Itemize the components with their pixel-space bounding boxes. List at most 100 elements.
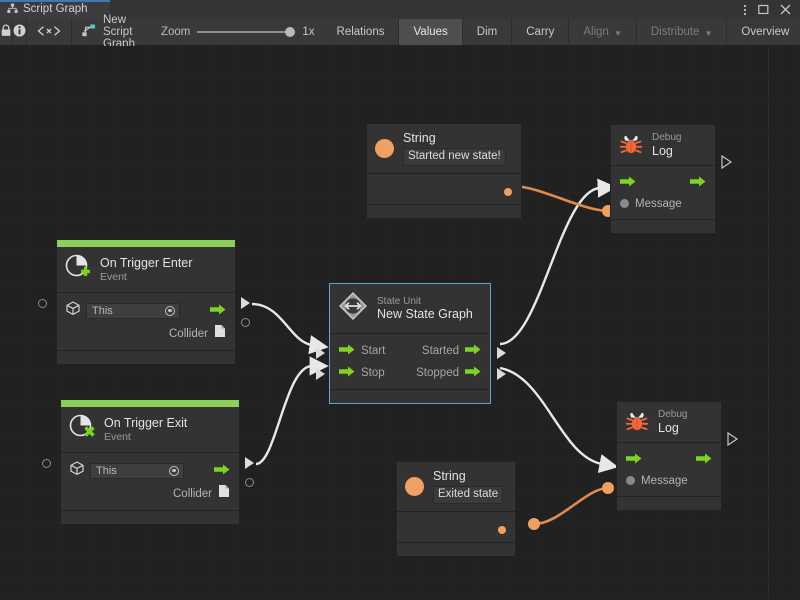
node-on-trigger-enter[interactable]: On Trigger Enter Event This <box>38 239 250 365</box>
external-flow-in-port-stop[interactable] <box>315 367 327 381</box>
node-footer <box>57 350 235 364</box>
flow-out-arrow-icon[interactable] <box>214 462 230 480</box>
node-body: This Collider <box>61 452 239 510</box>
string-value-input[interactable]: Started new state! <box>403 148 506 166</box>
flow-out-arrow-icon[interactable] <box>465 364 481 382</box>
node-string-bottom[interactable]: String Exited state <box>396 461 516 557</box>
zoom-label: Zoom <box>160 26 191 38</box>
external-input-port-target[interactable] <box>42 459 51 468</box>
wire-enter-to-start[interactable] <box>251 302 329 355</box>
message-label: Message <box>635 197 682 210</box>
external-output-port-collider[interactable] <box>245 478 254 487</box>
node-on-trigger-exit[interactable]: On Trigger Exit Event This <box>42 399 254 525</box>
wire-stopped-to-log-bottom[interactable] <box>499 366 619 473</box>
wire-endpoint <box>602 482 614 494</box>
node-body <box>397 510 515 542</box>
node-body <box>367 172 521 204</box>
node-title: New State Graph <box>377 307 473 322</box>
node-header: On Trigger Exit Event <box>61 407 239 452</box>
message-port-row: Message <box>611 194 715 214</box>
node-titles: State Unit New State Graph <box>377 296 473 322</box>
node-state-unit[interactable]: State Unit New State Graph Start Started <box>316 283 506 404</box>
node-body: Message <box>617 441 721 496</box>
flow-in-arrow-icon[interactable] <box>339 364 355 382</box>
flow-out-arrow-icon[interactable] <box>690 174 706 192</box>
node-footer <box>330 389 490 403</box>
node-subtitle: Event <box>100 270 127 283</box>
object-picker-icon[interactable] <box>169 465 179 476</box>
info-button[interactable] <box>13 19 27 45</box>
external-flow-out-port[interactable] <box>721 155 733 169</box>
object-picker-icon[interactable] <box>165 305 175 316</box>
flow-port-row <box>611 172 715 194</box>
graph-canvas[interactable]: String Started new state! <box>0 46 800 600</box>
wire-exit-to-stop[interactable] <box>255 356 329 466</box>
external-flow-in-port-start[interactable] <box>315 346 327 360</box>
target-row: This <box>61 459 239 482</box>
external-flow-out-port[interactable] <box>727 432 739 446</box>
output-port-value[interactable] <box>504 187 512 196</box>
flow-out-arrow-icon[interactable] <box>210 302 226 320</box>
external-flow-out-port-stopped[interactable] <box>496 367 508 381</box>
string-value-input[interactable]: Exited state <box>433 486 504 504</box>
maximize-icon[interactable] <box>758 4 769 15</box>
node-accent-bar <box>57 240 235 247</box>
bug-icon <box>625 411 649 433</box>
toolbar-button-overview[interactable]: Overview <box>727 19 800 45</box>
flow-port-row <box>617 449 721 471</box>
toolbar-button-dim[interactable]: Dim <box>463 19 513 45</box>
toolbar-button-overview-label: Overview <box>741 26 790 38</box>
zoom-slider-track <box>197 31 296 33</box>
node-debug-log-top[interactable]: Debug Log Message <box>610 124 733 234</box>
node-debug-log-bottom[interactable]: Debug Log Message <box>616 401 739 511</box>
zoom-control[interactable]: Zoom 1x <box>147 19 323 45</box>
flow-out-arrow-icon[interactable] <box>696 451 712 469</box>
state-unit-icon <box>338 291 368 326</box>
node-titles: Debug Log <box>658 409 687 435</box>
toolbar-button-relations-label: Relations <box>336 26 385 38</box>
toolbar-button-align[interactable]: Align ▼ <box>569 19 637 45</box>
toolbar-button-carry[interactable]: Carry <box>512 19 570 45</box>
toolbar-button-distribute[interactable]: Distribute ▼ <box>637 19 728 45</box>
close-icon[interactable] <box>780 4 791 15</box>
node-string-top[interactable]: String Started new state! <box>366 123 522 219</box>
collider-output-icon[interactable] <box>214 324 226 343</box>
code-icon <box>36 25 62 40</box>
target-row: This <box>57 299 235 322</box>
chevron-down-icon: ▼ <box>704 28 713 38</box>
target-object-value: This <box>92 304 113 317</box>
wire-started-to-log-top[interactable] <box>499 178 617 346</box>
external-input-port-target[interactable] <box>38 299 47 308</box>
flow-in-arrow-icon[interactable] <box>626 451 642 469</box>
wire-string-to-message-bottom[interactable] <box>533 486 609 526</box>
zoom-slider[interactable] <box>197 26 296 38</box>
output-port-value[interactable] <box>498 525 506 534</box>
toolbar-button-values[interactable]: Values <box>399 19 463 45</box>
kebab-menu-icon[interactable] <box>743 3 747 17</box>
graph-name-field[interactable]: New Script Graph <box>72 14 147 50</box>
output-label-stopped: Stopped <box>416 367 459 379</box>
bug-icon <box>619 134 643 156</box>
toolbar-button-dim-label: Dim <box>476 26 498 38</box>
input-port-message[interactable] <box>626 476 635 486</box>
target-object-field[interactable]: This <box>86 302 180 319</box>
message-label: Message <box>641 474 688 487</box>
toolbar-button-relations[interactable]: Relations <box>323 19 400 45</box>
input-port-message[interactable] <box>620 199 629 209</box>
external-flow-out-port[interactable] <box>240 296 252 310</box>
flow-in-arrow-icon[interactable] <box>620 174 636 192</box>
collider-output-icon[interactable] <box>218 484 230 503</box>
external-output-port-collider[interactable] <box>241 318 250 327</box>
external-flow-out-port-started[interactable] <box>496 346 508 360</box>
event-exit-icon <box>69 414 95 445</box>
code-view-button[interactable] <box>27 19 72 45</box>
lock-button[interactable] <box>0 19 13 45</box>
input-label-stop: Stop <box>361 367 385 379</box>
zoom-slider-knob[interactable] <box>285 27 296 37</box>
event-enter-icon <box>65 254 91 285</box>
tab-script-graph[interactable]: Script Graph <box>0 0 110 19</box>
flow-in-arrow-icon[interactable] <box>339 342 355 360</box>
flow-out-arrow-icon[interactable] <box>465 342 481 360</box>
target-object-field[interactable]: This <box>90 462 184 479</box>
external-flow-out-port[interactable] <box>244 456 256 470</box>
